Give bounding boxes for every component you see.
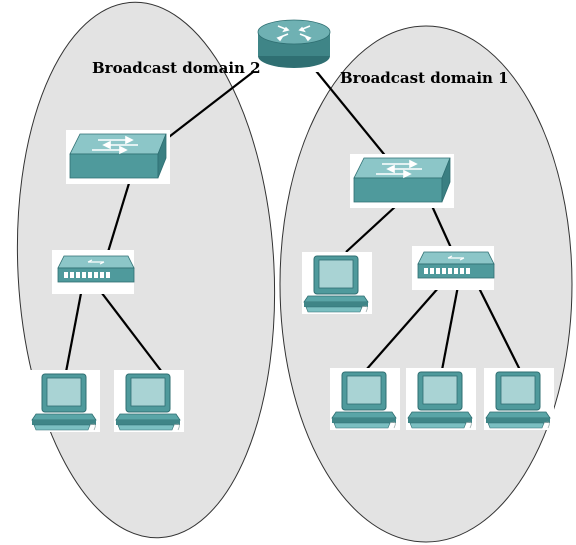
link-switch-left-hub-left: [106, 179, 132, 253]
link-router-switch-right: [311, 65, 393, 165]
switch-icon: [349, 153, 455, 209]
hub-icon: [411, 245, 495, 291]
broadcast-domain-1-label: Broadcast domain 1: [340, 69, 509, 87]
link-hub-right-pc-4: [365, 285, 441, 371]
hub-icon: [51, 249, 135, 295]
computer-icon: [29, 369, 101, 433]
computer-icon: [301, 251, 373, 315]
link-hub-right-pc-6: [477, 285, 521, 371]
link-hub-left-pc-1: [64, 287, 84, 373]
router-icon: [254, 14, 334, 72]
computer-icon: [483, 367, 555, 431]
computer-icon: [113, 369, 185, 433]
broadcast-domain-2-label: Broadcast domain 2: [92, 59, 261, 77]
link-hub-right-pc-5: [440, 285, 460, 371]
link-switch-right-hub-right: [430, 205, 454, 251]
broadcast-domain-2-area: [16, 1, 276, 539]
link-hub-left-pc-2: [97, 287, 163, 373]
switch-icon: [65, 129, 171, 185]
network-links: [64, 61, 521, 373]
computer-icon: [405, 367, 477, 431]
computer-icon: [329, 367, 401, 431]
link-router-switch-left: [151, 61, 267, 151]
link-switch-right-pc-3: [345, 205, 397, 253]
